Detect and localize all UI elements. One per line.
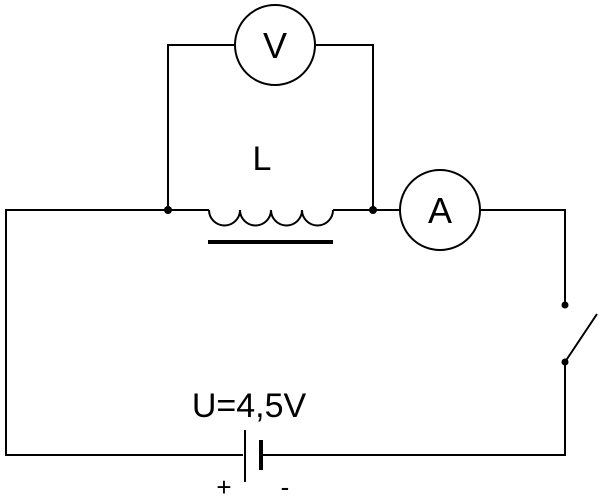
junction-right <box>369 206 377 214</box>
wire-voltmeter-left <box>167 44 234 210</box>
voltmeter-label: V <box>263 25 287 66</box>
ammeter: A <box>399 169 481 251</box>
voltmeter-circle <box>234 4 316 86</box>
switch-contact-top <box>561 301 569 309</box>
wire-bottom-right <box>262 362 566 456</box>
wire-voltmeter-right <box>316 44 374 210</box>
inductor-coil <box>208 209 334 227</box>
wire-right-top <box>480 209 566 305</box>
switch-lever <box>564 313 598 363</box>
inductor-label: L <box>253 140 272 178</box>
ammeter-circle <box>399 169 481 251</box>
inductor: L <box>208 140 334 244</box>
switch <box>561 301 598 366</box>
wires <box>5 44 566 456</box>
wire-left-loop <box>5 209 243 456</box>
voltmeter: V <box>234 4 316 86</box>
ammeter-label: A <box>428 190 452 231</box>
source-label: U=4,5V <box>192 387 307 425</box>
junction-left <box>164 206 172 214</box>
battery-plus-sign: + <box>216 472 231 500</box>
battery-minus-sign: - <box>281 472 290 500</box>
battery: U=4,5V + - <box>192 387 307 500</box>
